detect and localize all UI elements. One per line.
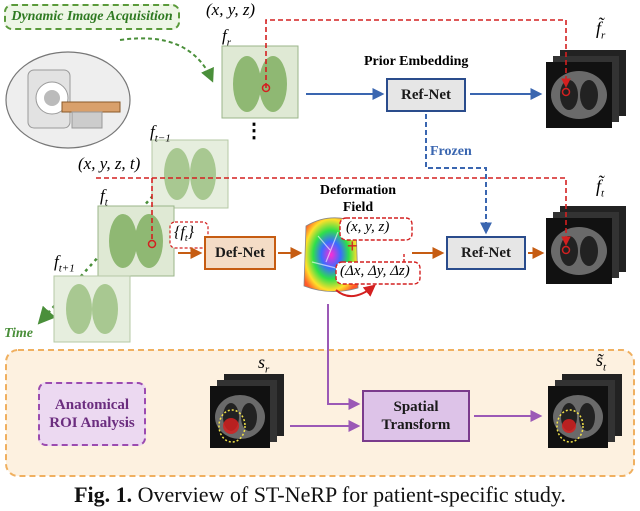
label-f-t-plus-1-sub: t+1	[58, 262, 75, 275]
label-st-tilde-main: s̃	[596, 350, 604, 370]
label-s-r-sub: r	[265, 363, 270, 376]
label-ft-tilde-sub: t	[601, 187, 605, 200]
ct-stack-f-r-tilde	[546, 50, 626, 128]
time-label: Time	[4, 326, 34, 341]
sample-point-ft	[147, 239, 157, 249]
label-set-ft-close: }	[187, 224, 195, 241]
coord-xyz-field: (x, y, z)	[346, 219, 390, 235]
frozen-link	[425, 114, 492, 235]
label-set-ft-sub: t	[184, 233, 188, 245]
frames-ellipsis: ⋮	[244, 120, 264, 142]
label-fr-tilde-sub: r	[601, 29, 606, 42]
label-f-t-minus-1: ft−1	[150, 122, 171, 144]
label-f-t-main: f	[100, 186, 105, 205]
red-path-xyzt	[96, 177, 571, 246]
deformation-field-label-line2: Field	[342, 200, 374, 215]
sample-point-ft-tilde	[561, 245, 571, 255]
label-f-r: fr	[222, 26, 231, 48]
spatial-line2: Transform	[381, 417, 451, 433]
acquisition-arrow	[119, 37, 214, 83]
sample-point-fr	[261, 83, 271, 93]
red-path-top	[265, 19, 571, 88]
ct-stack-f-t-tilde	[546, 206, 626, 284]
label-f-t-plus-1: ft+1	[54, 252, 75, 274]
label-s-r: sr	[258, 352, 269, 376]
deformation-field-label: Deformation Field	[312, 182, 404, 216]
label-fr-tilde-main: f̃	[596, 18, 602, 38]
coord-xyzt: (x, y, z, t)	[78, 154, 141, 173]
label-ft-tilde: f̃t	[596, 176, 604, 200]
spatial-line1: Spatial	[393, 399, 439, 415]
frozen-label: Frozen	[430, 144, 472, 159]
deformation-field-label-line1: Deformation	[319, 183, 397, 198]
delta-box	[335, 261, 421, 285]
caption-text: Overview of ST-NeRP for patient-specific…	[132, 482, 566, 507]
spatial-transform-node: Spatial Transform	[362, 390, 470, 442]
volume-f-t-minus-1	[151, 139, 229, 209]
ct-scanner-illustration	[5, 51, 131, 149]
caption-prefix: Fig. 1.	[74, 482, 133, 507]
label-f-r-main: f	[222, 26, 227, 45]
ref-net-mid-node: Ref-Net	[446, 236, 526, 270]
roi-line1: Anatomical	[54, 397, 130, 413]
ct-stack-s-r	[210, 374, 284, 448]
field-loop-arrow	[335, 284, 376, 297]
label-f-t-minus-1-main: f	[150, 122, 155, 141]
acquisition-title: Dynamic Image Acquisition	[4, 4, 180, 30]
label-ft-tilde-main: f̃	[596, 176, 602, 196]
label-f-t-plus-1-main: f	[54, 252, 59, 271]
xyz-field-box	[339, 217, 413, 241]
volume-f-r	[221, 45, 299, 119]
label-f-t-minus-1-sub: t−1	[154, 132, 171, 145]
sample-point-fr-tilde	[561, 87, 571, 97]
volume-f-t	[97, 205, 175, 277]
label-f-t: ft	[100, 186, 108, 208]
ref-net-top-node: Ref-Net	[386, 78, 466, 112]
figure-caption: Fig. 1. Overview of ST-NeRP for patient-…	[0, 482, 640, 508]
coord-delta: (Δx, Δy, Δz)	[340, 263, 410, 279]
label-fr-tilde: f̃r	[596, 18, 605, 42]
bottom-panel	[5, 349, 635, 477]
set-ft-box	[169, 221, 209, 249]
label-s-r-main: s	[258, 352, 266, 372]
label-f-r-sub: r	[226, 36, 232, 49]
plus-sign: +	[347, 236, 358, 256]
ct-stack-s-t-tilde	[548, 374, 622, 448]
prior-embedding-label: Prior Embedding	[364, 54, 469, 69]
label-st-tilde-sub: t	[603, 361, 607, 374]
label-f-t-sub: t	[104, 196, 108, 209]
def-net-node: Def-Net	[204, 236, 276, 270]
arrow-field-to-spatial	[327, 304, 361, 410]
volume-f-t-plus-1	[53, 275, 131, 343]
roi-line2: ROI Analysis	[49, 415, 135, 431]
label-st-tilde: s̃t	[596, 350, 606, 374]
label-set-ft: {ft}	[174, 224, 194, 244]
coord-xyz-top: (x, y, z)	[206, 0, 256, 19]
label-set-ft-main: {f	[174, 224, 185, 241]
roi-analysis-node: Anatomical ROI Analysis	[38, 382, 146, 446]
